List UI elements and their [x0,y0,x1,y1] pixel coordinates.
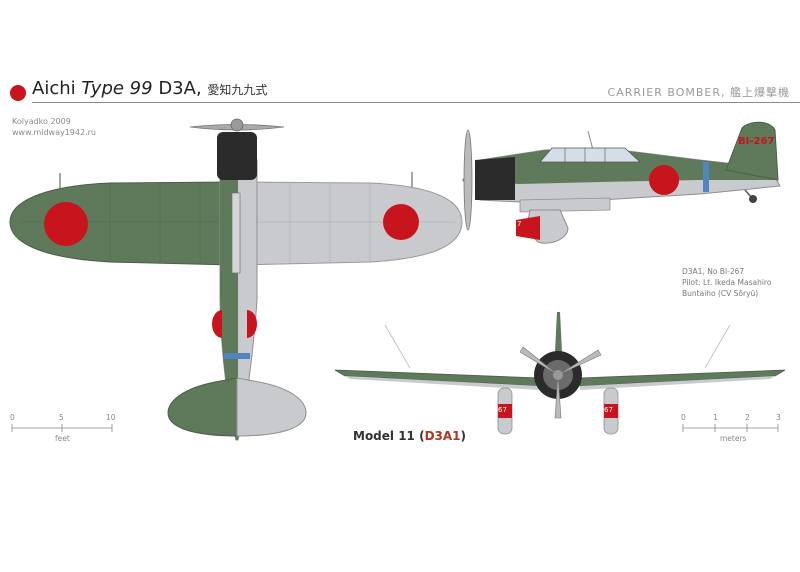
nose-number: 7 [517,220,522,228]
feet-tick-5: 5 [59,413,64,422]
header-divider [32,102,800,103]
aircraft-caption: D3A1, No BI-267 Pilot: Lt. Ikeda Masahir… [682,266,771,299]
meters-tick-1: 1 [713,413,718,422]
meters-tick-3: 3 [776,413,781,422]
caption-line2: Pilot: Lt. Ikeda Masahiro [682,278,772,287]
feet-unit: feet [55,434,70,443]
credit-website: www.midway1942.ru [12,128,96,137]
aircraft-role: CARRIER BOMBER, 艦上爆撃機 [607,86,790,99]
caption-line3: Buntaiho (CV Sōryū) [682,289,759,298]
fairing-number-left: 67 [498,406,507,414]
model-label: Model 11 (D3A1) [353,429,466,443]
tail-code: BI-267 [738,136,775,147]
meters-scale-bar [682,424,779,432]
feet-scale-bar [11,424,113,432]
credit-author: Kolyadko 2009 [12,117,71,126]
page-title: Aichi Type 99 D3A, 愛知九九式 [32,78,267,99]
front-view [334,312,786,435]
caption-line1: D3A1, No BI-267 [682,267,745,276]
model-prefix: Model 11 ( [353,429,425,443]
model-code: D3A1 [424,429,461,443]
title-type: Type 99 [81,78,153,99]
feet-tick-0: 0 [10,413,15,422]
model-suffix: ) [460,429,467,443]
fairing-number-right: 67 [604,406,613,414]
title-maker: Aichi [32,78,76,99]
feet-tick-10: 10 [106,413,116,422]
meters-tick-2: 2 [745,413,750,422]
title-model: D3A, [158,78,202,99]
side-view [462,121,781,244]
top-view [9,118,463,441]
credits: Kolyadko 2009 www.midway1942.ru [12,116,96,138]
meters-tick-0: 0 [681,413,686,422]
hinomaru-header-icon [10,85,26,101]
meters-unit: meters [720,434,747,443]
title-japanese: 愛知九九式 [207,83,268,97]
